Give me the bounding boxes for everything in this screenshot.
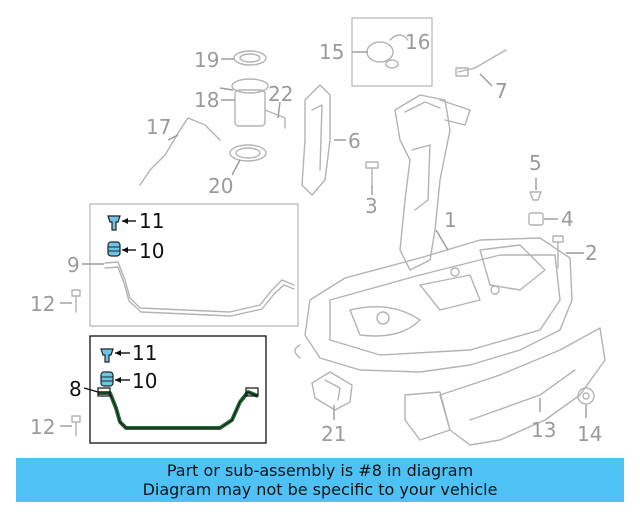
- callout-18: 18: [194, 88, 219, 112]
- callout-15: 15: [319, 40, 344, 64]
- strap-inset-box: [89, 203, 299, 327]
- lock-ring: [233, 50, 267, 66]
- callout-21: 21: [321, 422, 346, 446]
- callout-22: 22: [268, 82, 293, 106]
- mount-bracket: [301, 84, 331, 196]
- strap-icon: [104, 261, 295, 317]
- bolt-icon: [552, 235, 564, 269]
- callout-1: 1: [444, 208, 457, 232]
- callout-10-bottom: 10: [132, 369, 157, 393]
- gasket: [229, 144, 267, 162]
- callout-19: 19: [194, 48, 219, 72]
- callout-16: 16: [405, 30, 430, 54]
- banner-line-1: Part or sub-assembly is #8 in diagram: [166, 461, 474, 480]
- callout-17: 17: [146, 115, 171, 139]
- fuel-pump: [231, 78, 286, 129]
- heat-shield: [404, 327, 606, 446]
- callout-9: 9: [67, 253, 80, 277]
- callout-12-bottom: 12: [30, 415, 55, 439]
- callout-7: 7: [495, 79, 508, 103]
- nut-icon: [528, 212, 544, 226]
- bolt-icon: [71, 289, 81, 313]
- callout-14: 14: [577, 422, 602, 446]
- parts-diagram: 1 2 3 4 5 6 7 8 9 10 10 11 11 12 12 13 1…: [30, 17, 606, 446]
- grommet: [577, 387, 595, 405]
- fuel-cap: [366, 34, 409, 69]
- callout-11-bottom: 11: [132, 341, 157, 365]
- filler-neck: [394, 94, 471, 271]
- callout-8: 8: [69, 377, 82, 401]
- fuel-tank: [294, 237, 573, 373]
- strap-icon: [97, 387, 259, 430]
- callout-4: 4: [561, 207, 574, 231]
- callout-2: 2: [585, 241, 598, 265]
- nut-icon: [107, 241, 121, 257]
- info-banner: Part or sub-assembly is #8 in diagram Di…: [16, 458, 624, 502]
- callout-11-top: 11: [139, 209, 164, 233]
- callout-12-top: 12: [30, 292, 55, 316]
- bolt-icon: [71, 415, 81, 437]
- bracket: [311, 371, 353, 411]
- bolt-icon: [100, 348, 114, 363]
- callout-3: 3: [365, 194, 378, 218]
- callout-13: 13: [531, 418, 556, 442]
- bolt-icon: [107, 215, 121, 231]
- callout-5: 5: [529, 151, 542, 175]
- vent-tube: [139, 117, 221, 186]
- nut-icon: [100, 371, 114, 387]
- sensor: [455, 49, 507, 77]
- banner-line-2: Diagram may not be specific to your vehi…: [142, 480, 498, 499]
- clip-icon: [529, 191, 542, 201]
- bolt-icon: [365, 161, 379, 186]
- callout-6: 6: [348, 129, 361, 153]
- callout-20: 20: [208, 174, 233, 198]
- callout-10-top: 10: [139, 239, 164, 263]
